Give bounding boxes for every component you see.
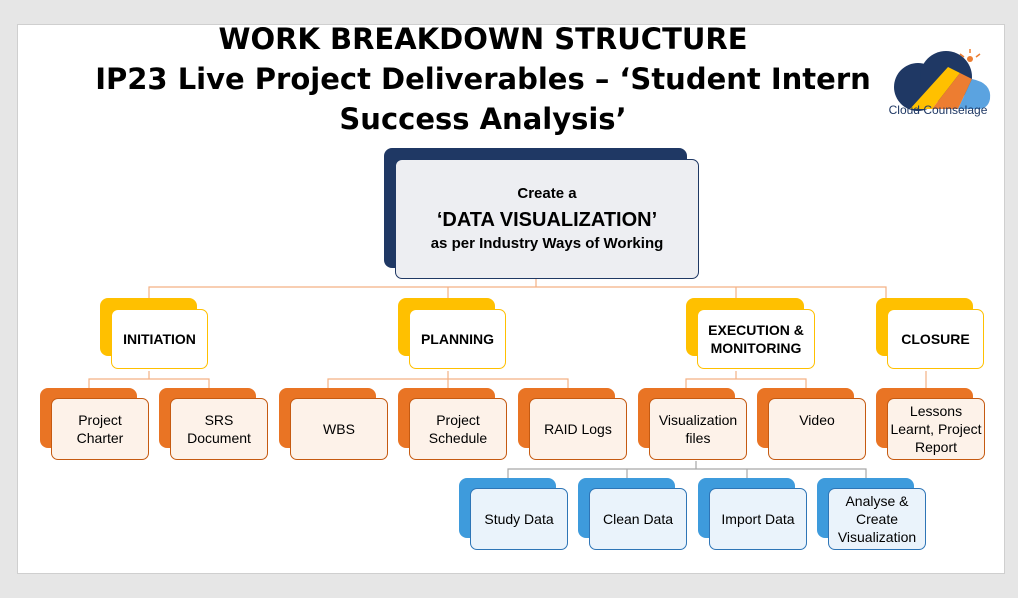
deliverable-label: WBS	[290, 398, 388, 460]
root-line-3: as per Industry Ways of Working	[430, 235, 664, 252]
cloud-counselage-logo-icon	[894, 49, 991, 111]
deliverable-label: Visualization files	[649, 398, 747, 460]
deliverable-label: Project Schedule	[409, 398, 507, 460]
phase-label: EXECUTION & MONITORING	[697, 309, 815, 369]
phase-label: PLANNING	[409, 309, 506, 369]
deliverable-label: Project Charter	[51, 398, 149, 460]
subtask-label: Analyse & Create Visualization	[828, 488, 926, 550]
title-line-2: IP23 Live Project Deliverables – ‘Studen…	[95, 62, 871, 96]
root-line-2: ‘DATA VISUALIZATION’	[436, 209, 658, 231]
subtask-label: Import Data	[709, 488, 807, 550]
logo-text: Cloud Counselage	[888, 103, 988, 117]
deliverable-label: Video	[768, 398, 866, 460]
phase-label: CLOSURE	[887, 309, 984, 369]
phase-label: INITIATION	[111, 309, 208, 369]
title-line-1: WORK BREAKDOWN STRUCTURE	[218, 24, 748, 56]
subtask-label: Study Data	[470, 488, 568, 550]
deliverable-label: RAID Logs	[529, 398, 627, 460]
subtask-label: Clean Data	[589, 488, 687, 550]
slide: WORK BREAKDOWN STRUCTURE IP23 Live Proje…	[17, 24, 1005, 574]
deliverable-label: SRS Document	[170, 398, 268, 460]
root-line-1: Create a	[517, 185, 577, 202]
deliverable-label: Lessons Learnt, Project Report	[887, 398, 985, 460]
connector-lines	[88, 277, 927, 479]
title-line-3: Success Analysis’	[339, 102, 627, 136]
